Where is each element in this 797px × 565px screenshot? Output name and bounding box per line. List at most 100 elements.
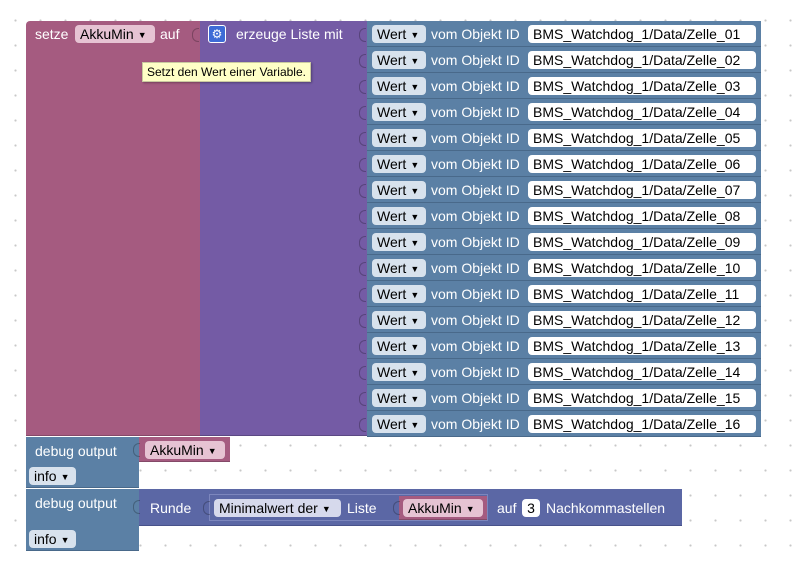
- chevron-down-icon: ▼: [410, 30, 420, 40]
- attribute-dropdown[interactable]: Wert▼: [372, 181, 426, 199]
- decimals-field[interactable]: 3: [522, 499, 540, 517]
- attribute-value: Wert: [377, 52, 407, 68]
- chevron-down-icon: ▼: [410, 420, 420, 430]
- attribute-dropdown[interactable]: Wert▼: [372, 337, 426, 355]
- attribute-dropdown[interactable]: Wert▼: [372, 25, 426, 43]
- input-connector: [359, 80, 366, 94]
- object-id-field[interactable]: BMS_Watchdog_1/Data/Zelle_07: [528, 181, 756, 199]
- auf-label: auf: [497, 500, 517, 516]
- attribute-dropdown[interactable]: Wert▼: [372, 233, 426, 251]
- object-id-label: vom Objekt ID: [431, 234, 520, 250]
- gear-icon[interactable]: ⚙: [208, 25, 226, 43]
- input-connector: [203, 501, 210, 515]
- debug1-variable-name: AkkuMin: [150, 442, 204, 458]
- attribute-dropdown[interactable]: Wert▼: [372, 207, 426, 225]
- object-id-label: vom Objekt ID: [431, 78, 520, 94]
- chevron-down-icon: ▼: [410, 238, 420, 248]
- object-id-field[interactable]: BMS_Watchdog_1/Data/Zelle_13: [528, 337, 756, 355]
- list-label: Liste: [347, 500, 377, 516]
- object-id-field[interactable]: BMS_Watchdog_1/Data/Zelle_06: [528, 155, 756, 173]
- object-id-label: vom Objekt ID: [431, 156, 520, 172]
- object-id-field[interactable]: BMS_Watchdog_1/Data/Zelle_05: [528, 129, 756, 147]
- set-variable-name: AkkuMin: [80, 26, 134, 42]
- attribute-value: Wert: [377, 260, 407, 276]
- object-id-label: vom Objekt ID: [431, 312, 520, 328]
- attribute-dropdown[interactable]: Wert▼: [372, 259, 426, 277]
- debug1-level-value: info: [34, 468, 57, 484]
- object-id-label: vom Objekt ID: [431, 364, 520, 380]
- object-id-field[interactable]: BMS_Watchdog_1/Data/Zelle_01: [528, 25, 756, 43]
- chevron-down-icon: ▼: [465, 504, 475, 514]
- set-variable-dropdown[interactable]: AkkuMin▼: [75, 25, 155, 43]
- object-id-label: vom Objekt ID: [431, 52, 520, 68]
- list-function-dropdown[interactable]: Minimalwert der▼: [214, 499, 341, 517]
- create-list-label: erzeuge Liste mit: [236, 26, 343, 42]
- chevron-down-icon: ▼: [410, 342, 420, 352]
- object-id-field[interactable]: BMS_Watchdog_1/Data/Zelle_03: [528, 77, 756, 95]
- chevron-down-icon: ▼: [410, 56, 420, 66]
- object-id-label: vom Objekt ID: [431, 286, 520, 302]
- input-connector: [359, 366, 366, 380]
- attribute-dropdown[interactable]: Wert▼: [372, 77, 426, 95]
- create-list-block[interactable]: [200, 21, 367, 436]
- attribute-dropdown[interactable]: Wert▼: [372, 129, 426, 147]
- chevron-down-icon: ▼: [410, 316, 420, 326]
- debug1-label: debug output: [35, 443, 117, 459]
- chevron-down-icon: ▼: [410, 108, 420, 118]
- object-id-field[interactable]: BMS_Watchdog_1/Data/Zelle_04: [528, 103, 756, 121]
- chevron-down-icon: ▼: [207, 446, 217, 456]
- object-id-field[interactable]: BMS_Watchdog_1/Data/Zelle_16: [528, 415, 756, 433]
- debug1-variable-dropdown[interactable]: AkkuMin▼: [145, 441, 225, 459]
- input-connector: [359, 210, 366, 224]
- input-connector: [192, 28, 199, 42]
- round-variable-dropdown[interactable]: AkkuMin▼: [403, 499, 483, 517]
- set-suffix-label: auf: [160, 26, 180, 42]
- input-connector: [359, 184, 366, 198]
- object-id-field[interactable]: BMS_Watchdog_1/Data/Zelle_08: [528, 207, 756, 225]
- object-id-field[interactable]: BMS_Watchdog_1/Data/Zelle_10: [528, 259, 756, 277]
- input-connector: [359, 54, 366, 68]
- attribute-dropdown[interactable]: Wert▼: [372, 363, 426, 381]
- attribute-value: Wert: [377, 234, 407, 250]
- input-connector: [133, 443, 140, 457]
- attribute-dropdown[interactable]: Wert▼: [372, 415, 426, 433]
- object-id-field[interactable]: BMS_Watchdog_1/Data/Zelle_02: [528, 51, 756, 69]
- debug2-level-dropdown[interactable]: info▼: [29, 530, 76, 548]
- attribute-value: Wert: [377, 208, 407, 224]
- chevron-down-icon: ▼: [410, 82, 420, 92]
- attribute-dropdown[interactable]: Wert▼: [372, 285, 426, 303]
- chevron-down-icon: ▼: [137, 30, 147, 40]
- attribute-value: Wert: [377, 364, 407, 380]
- object-id-label: vom Objekt ID: [431, 390, 520, 406]
- input-connector: [359, 236, 366, 250]
- input-connector: [359, 262, 366, 276]
- list-function-value: Minimalwert der: [219, 500, 318, 516]
- set-variable-block[interactable]: [26, 21, 202, 436]
- chevron-down-icon: ▼: [321, 504, 331, 514]
- attribute-value: Wert: [377, 390, 407, 406]
- chevron-down-icon: ▼: [60, 535, 70, 545]
- input-connector: [359, 314, 366, 328]
- object-id-label: vom Objekt ID: [431, 260, 520, 276]
- object-id-field[interactable]: BMS_Watchdog_1/Data/Zelle_11: [528, 285, 756, 303]
- input-connector: [359, 158, 366, 172]
- attribute-dropdown[interactable]: Wert▼: [372, 51, 426, 69]
- object-id-field[interactable]: BMS_Watchdog_1/Data/Zelle_09: [528, 233, 756, 251]
- object-id-field[interactable]: BMS_Watchdog_1/Data/Zelle_15: [528, 389, 756, 407]
- attribute-value: Wert: [377, 156, 407, 172]
- debug1-level-dropdown[interactable]: info▼: [29, 467, 76, 485]
- attribute-value: Wert: [377, 130, 407, 146]
- decimals-label: Nachkommastellen: [546, 500, 666, 516]
- attribute-dropdown[interactable]: Wert▼: [372, 103, 426, 121]
- object-id-field[interactable]: BMS_Watchdog_1/Data/Zelle_12: [528, 311, 756, 329]
- attribute-dropdown[interactable]: Wert▼: [372, 155, 426, 173]
- object-id-label: vom Objekt ID: [431, 104, 520, 120]
- chevron-down-icon: ▼: [410, 186, 420, 196]
- input-connector: [359, 132, 366, 146]
- attribute-dropdown[interactable]: Wert▼: [372, 311, 426, 329]
- object-id-field[interactable]: BMS_Watchdog_1/Data/Zelle_14: [528, 363, 756, 381]
- input-connector: [393, 501, 400, 515]
- attribute-dropdown[interactable]: Wert▼: [372, 389, 426, 407]
- object-id-label: vom Objekt ID: [431, 208, 520, 224]
- input-connector: [359, 340, 366, 354]
